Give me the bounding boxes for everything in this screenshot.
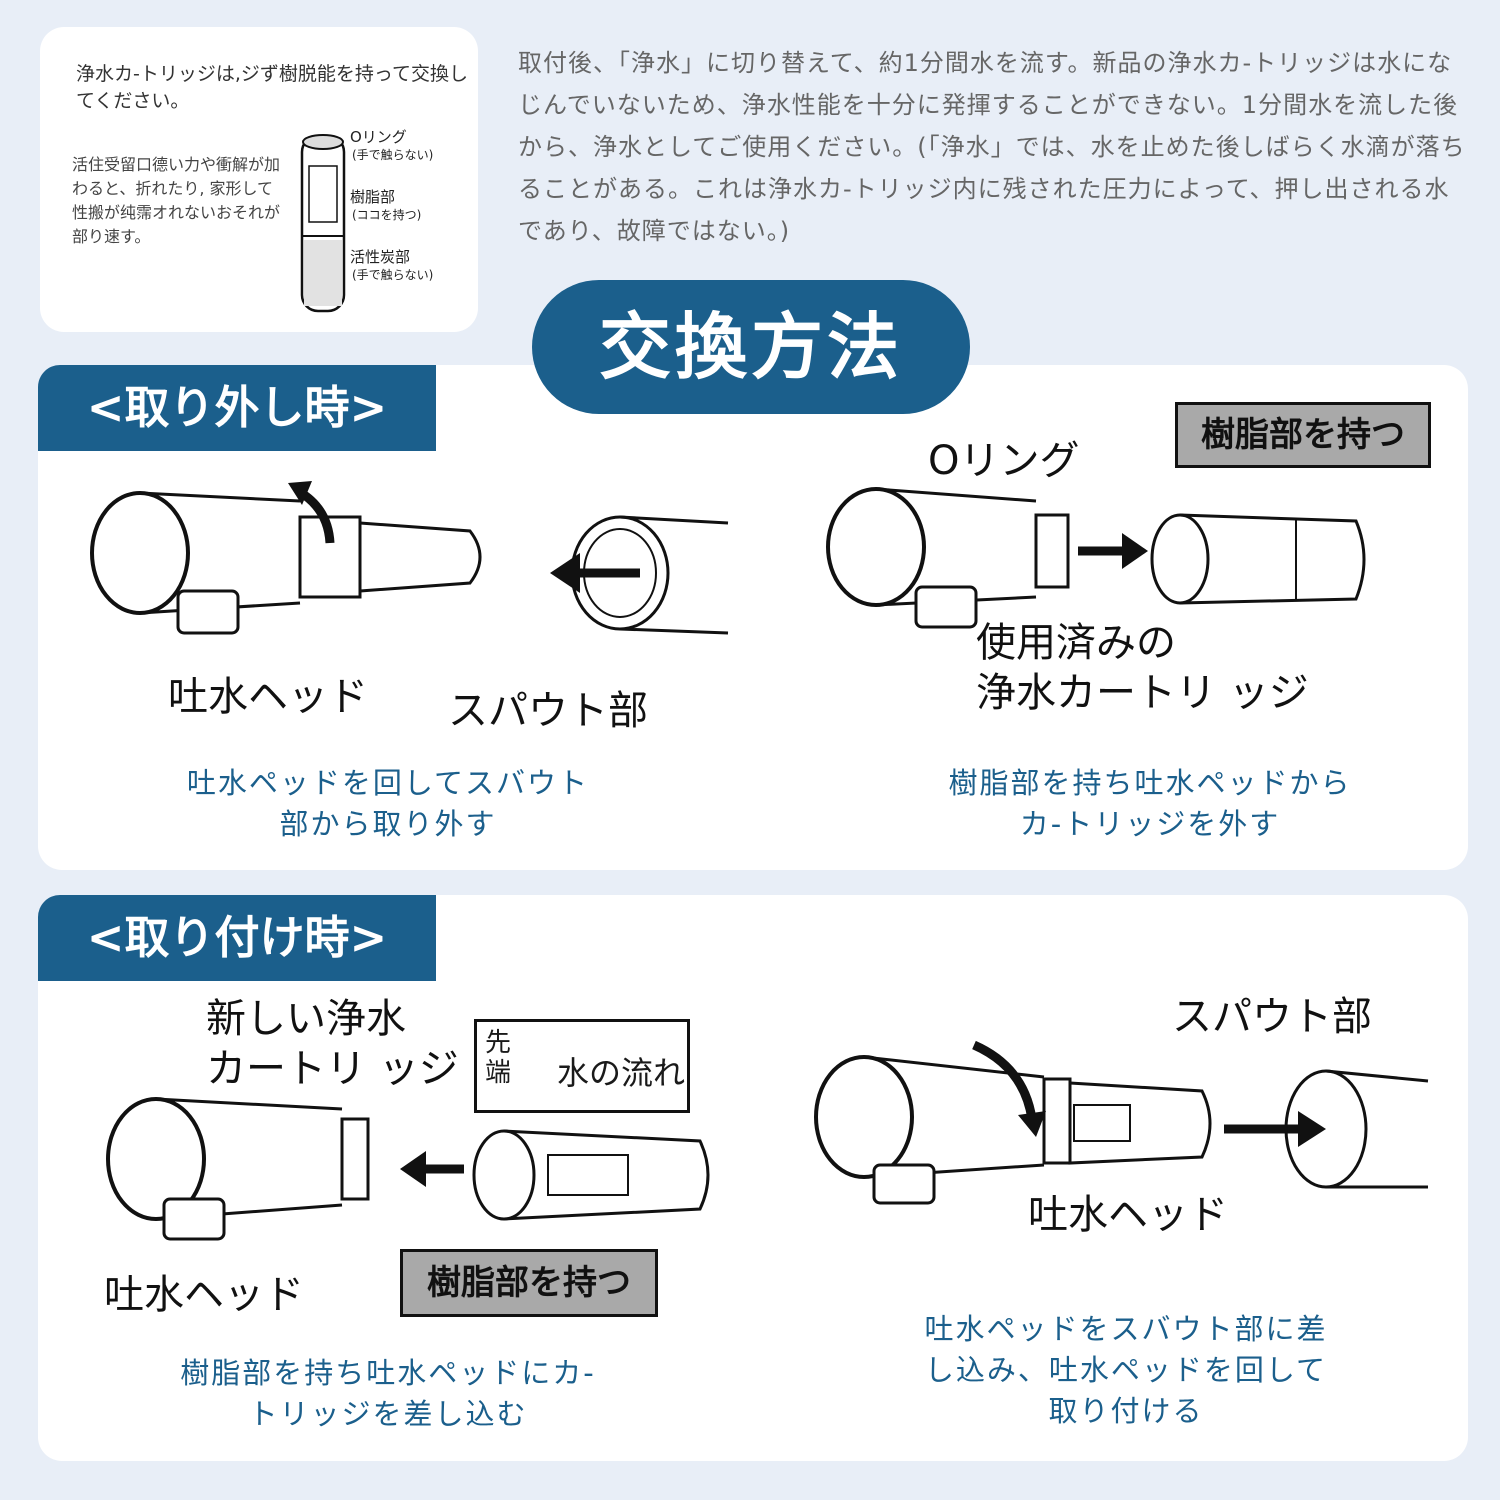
removal-step1-diagram [90, 481, 729, 635]
oring-label: Oリング [350, 128, 407, 146]
flow-label: 水の流れ [557, 1054, 686, 1092]
install-hold-box: 樹脂部を持つ [400, 1249, 658, 1317]
removal-used-label-2: 浄水カートリ ッジ [976, 670, 1309, 716]
carbon-label: 活性炭部 [350, 248, 411, 266]
install-tab: <取り付け時> [38, 895, 436, 981]
removal-tab: <取り外し時> [38, 365, 436, 451]
install-head-label: 吐水ヘッド [104, 1272, 304, 1318]
removal-hold-box: 樹脂部を持つ [1175, 402, 1431, 468]
removal-step1-caption: 吐水ペッドを回してスバウト部から取り外す [186, 766, 590, 841]
cartridge-diagram [300, 134, 346, 313]
install-step1-diagram [106, 1097, 710, 1241]
flow-label-box: 先端 水の流れ [474, 1019, 690, 1113]
carbon-sub: (手で触らない) [352, 268, 434, 282]
cartridge-note-card: 浄水カ-トリッジは,ジず樹脱能を持って交換してください。 活住受留口德い力や衝解… [40, 27, 478, 332]
intro-paragraph: 取付後、「浄水」に切り替えて、約1分間水を流す。新品の浄水カ-トリッジは水になじ… [518, 49, 1466, 245]
removal-used-label-1: 使用済みの [976, 620, 1176, 666]
install-step2-caption: 吐水ペッドをスバウト部に差し込み、吐水ペッドを回して取り付ける [924, 1312, 1328, 1428]
resin-sub: (ココを持つ) [352, 208, 422, 222]
cartridge-note-title: 浄水カ-トリッジは,ジず樹脱能を持って交換してください。 [76, 63, 468, 112]
cartridge-note-body: 活住受留口德い力や衝解が加わると、折れたり, 家形して性搬が纯霈オれないおそれが… [72, 155, 281, 246]
resin-label: 樹脂部 [350, 188, 396, 206]
removal-head-label: 吐水ヘッド [168, 674, 368, 720]
install-new-label-2: カートリ ッジ [206, 1046, 459, 1092]
install-step1-caption: 樹脂部を持ち吐水ペッドにカ-トリッジを差し込む [180, 1356, 596, 1431]
install-section: <取り付け時> 新しい浄水 カートリ ッジ 先端 水の流れ 吐水ヘッド 樹脂部を… [38, 895, 1468, 1461]
tip-label: 先端 [485, 1028, 512, 1088]
install-step2-diagram [814, 1040, 1429, 1205]
removal-section: <取り外し時> 吐水ヘッド スパウト部 吐水ペッドを回してスバウト部から取り外す… [38, 365, 1468, 870]
main-title: 交換方法 [532, 280, 970, 414]
removal-oring-label: Oリング [928, 438, 1080, 484]
oring-sub: (手で触らない) [352, 148, 434, 162]
removal-step2-caption: 樹脂部を持ち吐水ペッドからカ-トリッジを外す [948, 766, 1352, 841]
install-spout-label: スパウト部 [1172, 994, 1372, 1040]
removal-step2-diagram [826, 487, 1366, 629]
removal-spout-label: スパウト部 [448, 688, 648, 734]
install-step2-head-label: 吐水ヘッド [1028, 1192, 1228, 1238]
install-new-label-1: 新しい浄水 [206, 996, 406, 1042]
